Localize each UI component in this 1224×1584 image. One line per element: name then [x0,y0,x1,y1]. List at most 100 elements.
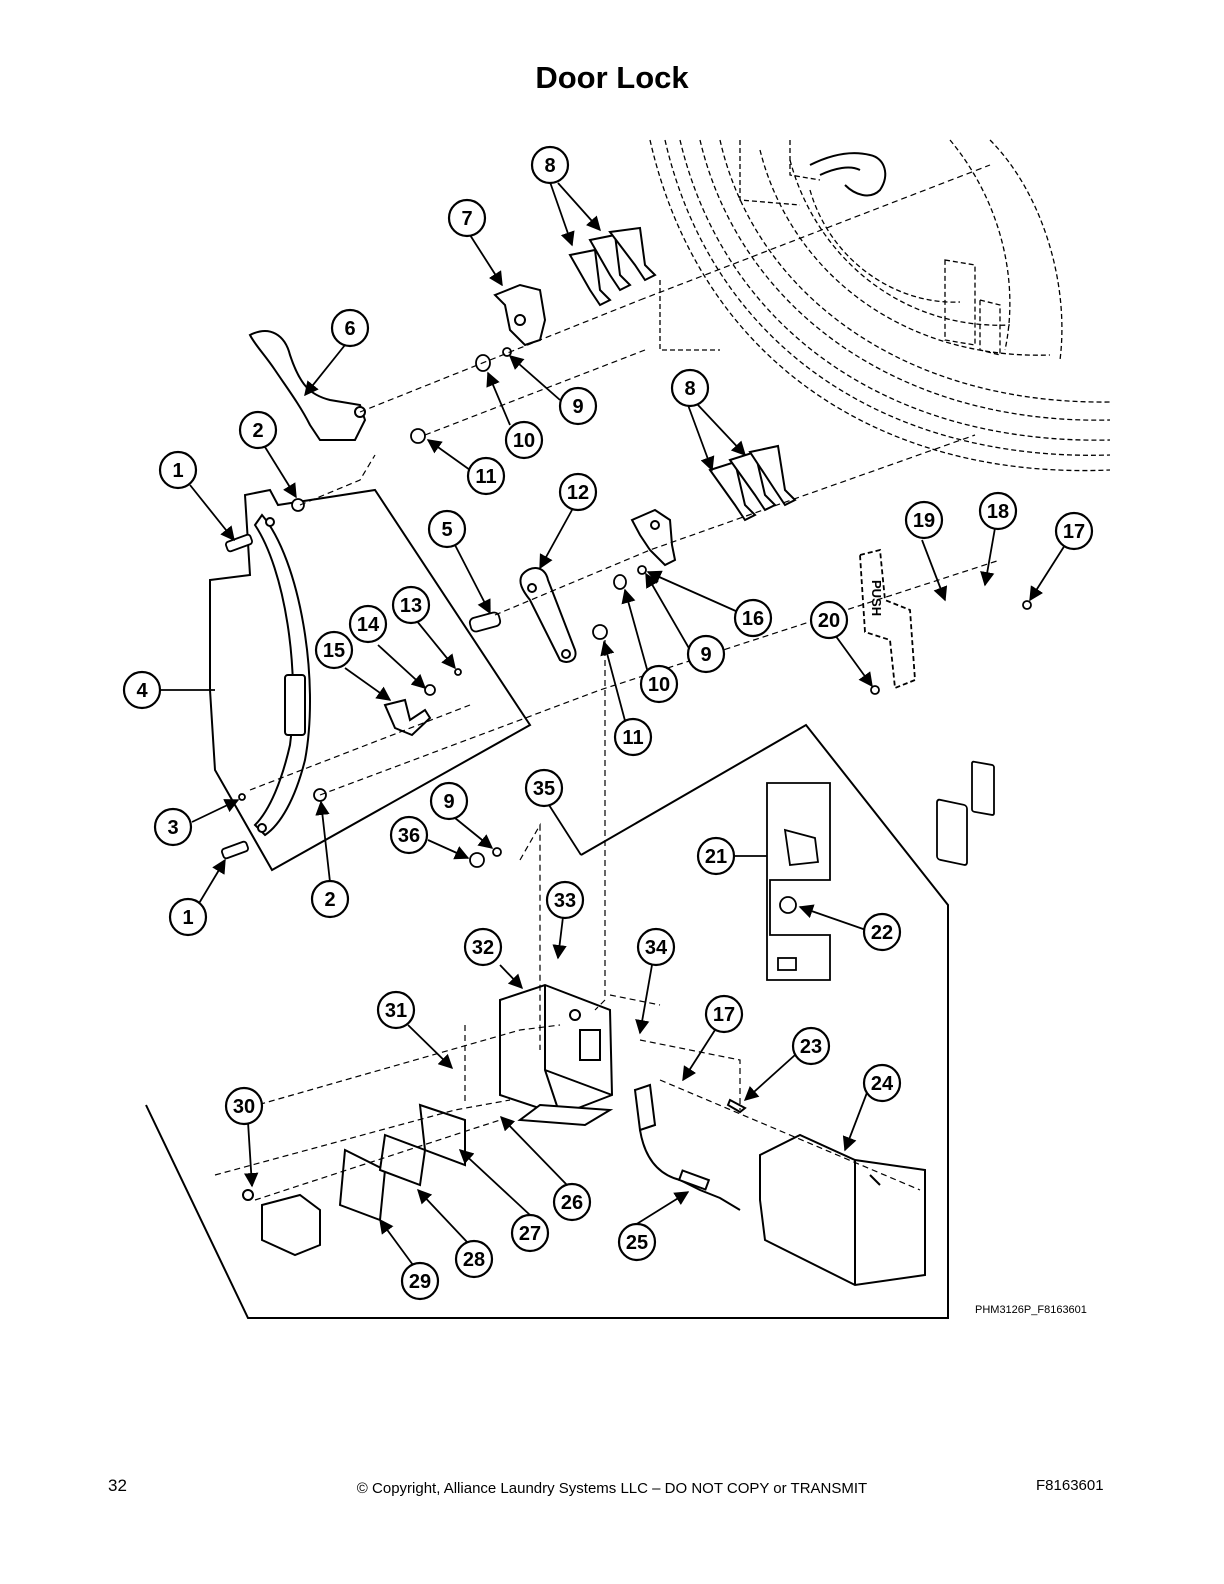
callout-label: 19 [913,510,935,532]
callout-circle [158,450,198,490]
callout-11: 11 [466,456,506,496]
drawing-code: PHM3126P_F8163601 [975,1304,1087,1316]
cover-part-24 [759,1133,926,1287]
callout-circle [904,500,944,540]
callout-label: 9 [700,644,711,666]
callout-circle [696,836,736,876]
callout-label: 32 [472,937,494,959]
callout-16: 16 [733,598,773,638]
callout-32: 32 [463,927,503,967]
callout-6: 6 [330,308,370,348]
door-drum-outline [649,139,1111,472]
callout-circle [153,807,193,847]
footer-copyright: © Copyright, Alliance Laundry Systems LL… [356,1480,868,1497]
callout-label: 9 [443,791,454,813]
callout-label: 9 [572,396,583,418]
callout-10: 10 [504,420,544,460]
callout-20: 20 [809,600,849,640]
callout-label: 35 [533,778,555,800]
handle-bar [253,513,311,837]
callout-circle [636,927,676,967]
callout-17: 17 [1054,511,1094,551]
callout-18: 18 [978,491,1018,531]
callout-circle [510,1213,550,1253]
callout-label: 1 [172,460,183,482]
callout-label: 17 [713,1004,735,1026]
callout-circle [791,1026,831,1066]
callout-label: 25 [626,1232,648,1254]
callout-14: 14 [348,604,388,644]
callout-1: 1 [158,450,198,490]
callout-label: 13 [400,595,422,617]
callout-label: 26 [561,1192,583,1214]
callout-circle [238,410,278,450]
callout-35: 35 [524,768,564,808]
callout-label: 17 [1063,521,1085,543]
callout-circle [670,368,710,408]
callout-circle [463,927,503,967]
callout-31: 31 [376,990,416,1030]
callout-1: 1 [168,897,208,937]
callout-21: 21 [696,836,736,876]
callout-label: 10 [513,430,535,452]
callout-34: 34 [636,927,676,967]
callout-circle [429,781,469,821]
callout-circle [545,880,585,920]
callout-label: 34 [645,937,668,959]
callout-label: 33 [554,890,576,912]
callout-circle [1054,511,1094,551]
callout-circle [168,897,208,937]
callout-5: 5 [427,509,467,549]
callout-circle [376,990,416,1030]
callout-label: 2 [324,889,335,911]
callout-label: 8 [544,155,555,177]
callout-circle [617,1222,657,1262]
callout-label: 7 [461,208,472,230]
callout-circle [978,491,1018,531]
wire-harness-25 [639,1129,741,1211]
callout-circle [733,598,773,638]
callout-label: 31 [385,1000,407,1022]
callout-28: 28 [454,1239,494,1279]
callout-circle [639,664,679,704]
footer-doc-code: F8163601 [1036,1477,1104,1494]
callout-29: 29 [400,1261,440,1301]
callout-12: 12 [558,472,598,512]
callout-label: 29 [409,1271,431,1293]
callout-label: 10 [648,674,670,696]
callout-circle [862,1063,902,1103]
callout-label: 15 [323,640,345,662]
callout-circle [552,1182,592,1222]
callout-33: 33 [545,880,585,920]
callout-circle [524,768,564,808]
callout-15: 15 [314,630,354,670]
leader-lines [140,181,1066,1266]
callout-26: 26 [552,1182,592,1222]
callout-label: 4 [136,680,148,702]
callout-17: 17 [704,994,744,1034]
callout-label: 5 [441,519,452,541]
callout-27: 27 [510,1213,550,1253]
callout-3: 3 [153,807,193,847]
callout-label: 16 [742,608,764,630]
callout-circle [391,585,431,625]
callout-10: 10 [639,664,679,704]
callout-label: 18 [987,501,1009,523]
callout-label: 8 [684,378,695,400]
link-part-12 [519,567,577,663]
callout-circle [314,630,354,670]
callout-19: 19 [904,500,944,540]
callout-25: 25 [617,1222,657,1262]
callout-circle [224,1086,264,1126]
callout-label: 23 [800,1036,822,1058]
bracket-part-7 [493,283,547,347]
switch-box-32 [499,983,614,1127]
callout-36: 36 [389,815,429,855]
page-title: Door Lock [535,60,689,95]
callout-label: 36 [398,825,420,847]
inset-box-21 [766,782,831,981]
callout-label: 14 [357,614,380,636]
callout-label: 22 [871,922,893,944]
